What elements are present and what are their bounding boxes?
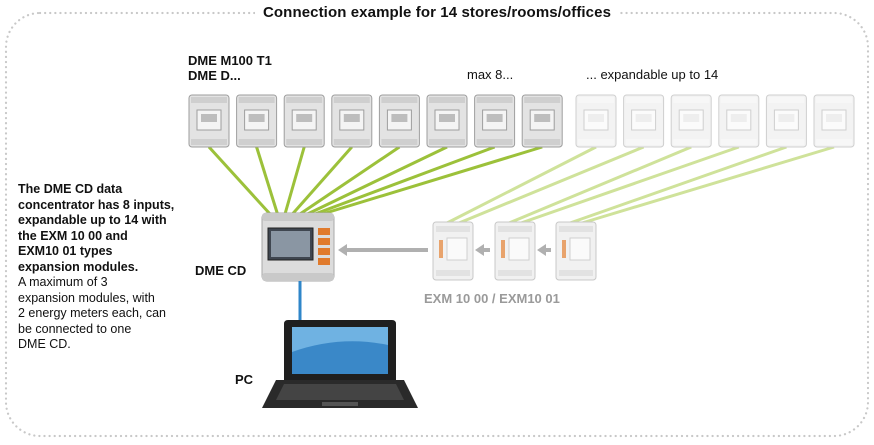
wire-expansion [581,145,835,225]
wire [306,145,448,216]
energy-meter [331,94,373,148]
desc-line: A maximum of 3 [18,275,108,289]
wire-expansion [458,145,645,225]
expand-label: ... expandable up to 14 [586,67,719,82]
desc-bold-line: expansion modules. [18,259,139,274]
wire [255,146,279,215]
concentrator-label: DME CD [195,263,247,278]
pc-label: PC [235,372,254,387]
laptop-pc [262,320,418,408]
arrow-group [338,244,551,256]
concentrator-button [318,238,330,245]
wire-expansion [569,145,787,225]
energy-meter [283,94,325,148]
energy-meter [426,94,468,148]
arrow-left [338,244,428,256]
energy-meter-faded [575,94,617,148]
wire-expansion [508,145,692,225]
desc-bold-line: concentrator has 8 inputs, [18,197,175,212]
energy-meter-faded [718,94,760,148]
wire [299,145,401,216]
energy-meter-faded [670,94,712,148]
diagram-title: Connection example for 14 stores/rooms/o… [0,4,874,21]
wire-group [207,145,835,225]
expansion-module [494,221,536,281]
description-text: The DME CD data concentrator has 8 input… [18,182,248,353]
desc-bold-line: EXM10 01 types [18,244,113,258]
desc-line: 2 energy meters each, can [18,306,166,320]
arrow-left [475,244,490,256]
max-label: max 8... [467,67,514,82]
desc-bold-line: The DME CD data [18,182,123,196]
meter-label-line2: DME D... [188,68,241,83]
dme-cd-concentrator [261,212,335,282]
arrow-left [537,244,551,256]
expansion-module-group [432,221,597,281]
meter-group [188,94,855,148]
concentrator-button [318,228,330,235]
wire-expansion [446,145,597,225]
concentrator-button [318,248,330,255]
desc-line: DME CD. [18,337,71,351]
energy-meter [521,94,563,148]
expansion-module [555,221,597,281]
energy-meter-faded [813,94,855,148]
wire [283,146,306,215]
expansion-module [432,221,474,281]
desc-bold-line: expandable up to 14 with [18,213,167,227]
meter-label-line1: DME M100 T1 [188,53,272,68]
desc-line: expansion modules, with [18,290,155,305]
energy-meter-faded [765,94,807,148]
energy-meter [188,94,230,148]
energy-meter [236,94,278,148]
desc-bold-line: the EXM 10 00 and [18,228,128,243]
energy-meter [378,94,420,148]
energy-meter [474,94,516,148]
desc-line: be connected to one [18,321,132,336]
wire-expansion [520,145,740,225]
wire [291,146,353,215]
energy-meter-faded [623,94,665,148]
wire [322,145,543,216]
wire [207,145,272,216]
concentrator-button [318,258,330,265]
wire [314,145,496,216]
module-label: EXM 10 00 / EXM10 01 [424,291,560,306]
